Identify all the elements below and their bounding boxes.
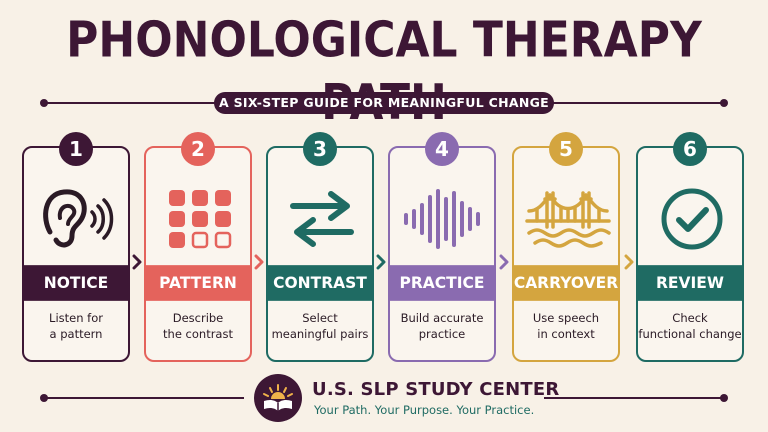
step-number-badge: 1 — [59, 132, 93, 166]
divider-line — [552, 102, 724, 104]
footer: U.S. SLP STUDY CENTER Your Path. Your Pu… — [40, 370, 728, 426]
step-card-4: PRACTICE Build accurate practice — [388, 146, 496, 362]
step-number-badge: 6 — [673, 132, 707, 166]
tagline: Your Path. Your Purpose. Your Practice. — [314, 403, 535, 417]
divider-line — [44, 102, 216, 104]
step-card-5: CARRYOVER Use speech in context — [512, 146, 620, 362]
step-description: Describe the contrast — [146, 310, 250, 342]
step-label: PRACTICE — [388, 265, 496, 301]
divider-line — [44, 397, 244, 399]
step-number-badge: 3 — [303, 132, 337, 166]
ear-icon — [24, 174, 132, 264]
checkmark-circle-icon — [638, 174, 746, 264]
step-card-2: PATTERN Describe the contrast — [144, 146, 252, 362]
chevron-right-icon — [132, 254, 142, 270]
step-card-1: NOTICE Listen for a pattern — [22, 146, 130, 362]
chevron-right-icon — [499, 254, 509, 270]
divider-dot — [720, 99, 728, 107]
dot-grid-icon — [146, 174, 254, 264]
step-description-line: the contrast — [163, 327, 233, 341]
org-name: U.S. SLP STUDY CENTER — [312, 379, 560, 400]
step-description-line: meaningful pairs — [271, 327, 369, 341]
step-description: Check functional change — [638, 310, 742, 342]
step-description-line: Listen for — [49, 311, 103, 325]
step-description: Use speech in context — [514, 310, 618, 342]
divider-dot — [720, 394, 728, 402]
step-description: Listen for a pattern — [24, 310, 128, 342]
step-card-6: REVIEW Check functional change — [636, 146, 744, 362]
step-label: NOTICE — [22, 265, 130, 301]
steps-row: NOTICE Listen for a pattern 1 PATTERN De… — [0, 132, 768, 362]
step-description-line: Select — [302, 311, 338, 325]
step-description-line: practice — [418, 327, 466, 341]
open-book-sunrise-icon — [254, 374, 302, 422]
step-label: CARRYOVER — [512, 265, 620, 301]
chevron-right-icon — [254, 254, 264, 270]
step-number-badge: 5 — [549, 132, 583, 166]
step-label: REVIEW — [636, 265, 744, 301]
step-card-3: CONTRAST Select meaningful pairs — [266, 146, 374, 362]
step-description: Build accurate practice — [390, 310, 494, 342]
subtitle-row: A SIX-STEP GUIDE FOR MEANINGFUL CHANGE — [40, 92, 728, 114]
step-label: PATTERN — [144, 265, 252, 301]
chevron-right-icon — [376, 254, 386, 270]
step-description-line: in context — [537, 327, 595, 341]
step-label: CONTRAST — [266, 265, 374, 301]
step-description-line: functional change — [638, 327, 742, 341]
sound-wave-icon — [390, 174, 498, 264]
chevron-right-icon — [624, 254, 634, 270]
step-number-badge: 4 — [425, 132, 459, 166]
step-description-line: Describe — [172, 311, 224, 325]
step-description-line: a pattern — [49, 327, 103, 341]
step-number-badge: 2 — [181, 132, 215, 166]
step-description: Select meaningful pairs — [268, 310, 372, 342]
swap-arrows-icon — [268, 174, 376, 264]
page-title: PHONOLOGICAL THERAPY PATH — [66, 11, 702, 132]
step-description-line: Check — [672, 311, 708, 325]
step-description-line: Build accurate — [400, 311, 484, 325]
bridge-icon — [514, 174, 622, 264]
divider-line — [544, 397, 724, 399]
subtitle: A SIX-STEP GUIDE FOR MEANINGFUL CHANGE — [214, 92, 554, 114]
step-description-line: Use speech — [532, 311, 600, 325]
